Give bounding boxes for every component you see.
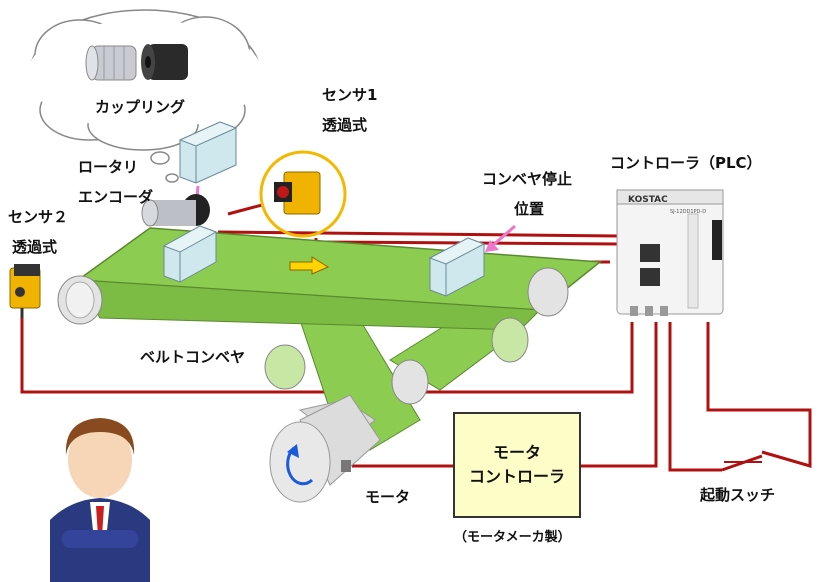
plc-brand: KOSTAC [628, 195, 668, 205]
label-sensor2-2: 透過式 [12, 238, 58, 256]
motor-icon [269, 394, 381, 503]
label-stop-position-2: 位置 [514, 200, 545, 218]
label-coupling: カップリング [95, 98, 186, 116]
photoelectric-sensor-icon [274, 171, 321, 215]
label-sensor1-2: 透過式 [322, 116, 368, 134]
label-sensor2-1: センサ２ [8, 208, 69, 226]
label-rotary-encoder-1: ロータリ [78, 158, 139, 176]
motor-controller-box: モータ コントローラ [453, 412, 581, 518]
sensor1-highlight [259, 150, 347, 238]
label-stop-position-1: コンベヤ停止 [482, 170, 573, 188]
box-on-belt-1 [162, 225, 218, 283]
label-start-switch: 起動スッチ [700, 486, 776, 504]
switch-icon [721, 454, 763, 472]
label-controller: コントローラ（PLC） [610, 154, 762, 172]
label-rotary-encoder-2: エンコーダ [78, 188, 154, 206]
motor-controller-label-1: モータ [492, 443, 541, 462]
plc-icon [616, 189, 724, 316]
label-motor-maker: （モータメーカ製） [454, 530, 571, 545]
box-on-belt-2 [428, 237, 486, 297]
label-belt-conveyor: ベルトコンベヤ [140, 348, 246, 366]
rotary-encoder-icon [141, 194, 210, 227]
plc-model: SJ-12DD1PD-D [670, 209, 707, 215]
thinking-person-icon [50, 418, 150, 582]
label-motor: モータ [365, 488, 411, 506]
sensor2-icon [9, 264, 41, 318]
encoder-box [178, 121, 238, 184]
motor-controller-label-2: コントローラ [468, 467, 565, 486]
direction-arrow [289, 256, 330, 275]
coupling-icon [85, 44, 188, 81]
label-sensor1-1: センサ1 [322, 86, 378, 104]
